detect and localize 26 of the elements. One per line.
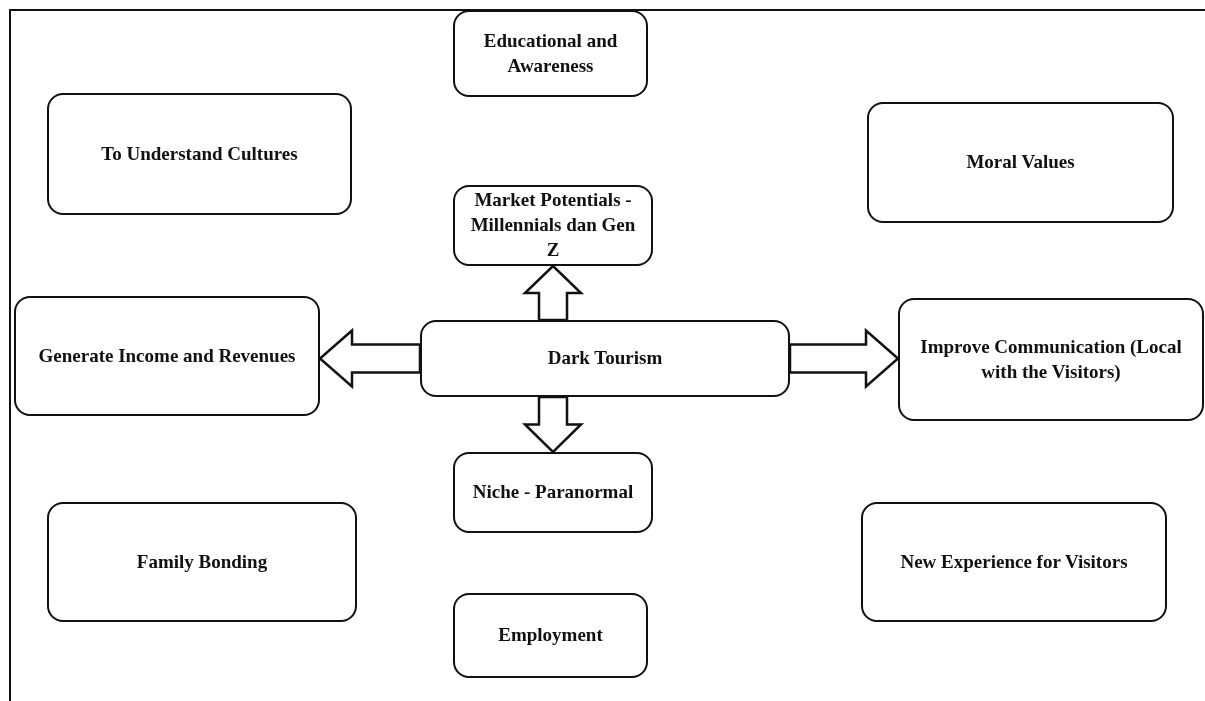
block-arrow: [521, 264, 585, 322]
rounded-box: [420, 320, 790, 397]
rounded-box: [867, 102, 1174, 223]
box-label: Dark Tourism: [547, 346, 663, 371]
box-label: New Experience for Visitors: [900, 549, 1128, 574]
rounded-box: [453, 10, 648, 97]
box-label: Employment: [498, 623, 603, 648]
box-label: Educational and Awareness: [482, 28, 619, 78]
rounded-box: [47, 502, 357, 622]
rounded-box: [453, 452, 653, 533]
rounded-box: [14, 296, 320, 416]
block-arrow: [318, 327, 422, 390]
box-label: Generate Income and Revenues: [38, 343, 296, 368]
block-arrow: [788, 327, 900, 390]
box-label: To Understand Cultures: [101, 141, 298, 166]
rounded-box: [47, 93, 352, 215]
box-label: Niche - Paranormal: [472, 480, 634, 505]
rounded-box: [453, 185, 653, 266]
rounded-box: [898, 298, 1204, 421]
box-label: Moral Values: [966, 150, 1075, 175]
rounded-box: [861, 502, 1167, 622]
rounded-box: [453, 593, 648, 678]
box-label: Market Potentials - Millennials dan Gen Z: [469, 188, 637, 262]
box-label: Family Bonding: [136, 549, 268, 574]
box-label: Improve Communication (Local with the Visitors): [919, 334, 1183, 384]
block-arrow: [521, 395, 585, 454]
